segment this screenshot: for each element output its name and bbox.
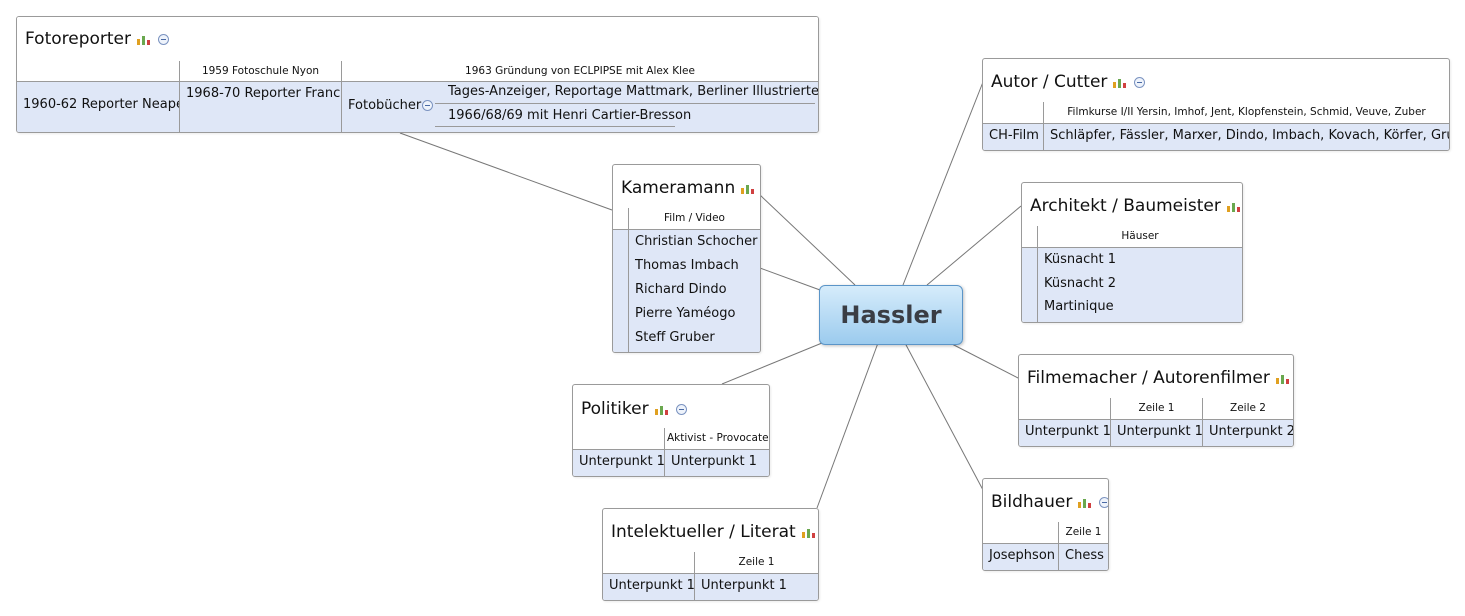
list-item: Thomas Imbach [635,258,739,273]
chart-icon [741,184,755,194]
list-item: Pierre Yaméogo [635,306,736,321]
node-fotoreporter[interactable]: Fotoreporter 1959 Fotoschule Nyon 1963 G… [16,16,819,133]
table-cell: Josephson [983,544,1059,570]
chart-icon [137,35,151,45]
table-cell: Unterpunkt 1 [573,450,665,476]
node-header: Fotoreporter [17,17,818,62]
node-politiker[interactable]: Politiker Aktivist - Provocateur Unterpu… [572,384,770,477]
node-header: Filmemacher / Autorenfilmer [1019,355,1293,399]
table-cell: Unterpunkt 1 [695,574,818,600]
node-title: Bildhauer [991,492,1073,512]
collapse-icon[interactable] [422,100,433,111]
node-header: Architekt / Baumeister [1022,183,1242,227]
list: Küsnacht 1 Küsnacht 2 Martinique [1038,248,1242,322]
node-intelektueller[interactable]: Intelektueller / Literat Zeile 1 Unterpu… [602,508,819,601]
sub-topic-label: Fotobücher [348,98,422,113]
table-cell: Unterpunkt 1 [1019,420,1111,446]
node-title: Intelektueller / Literat [611,522,796,542]
node-autor-cutter[interactable]: Autor / Cutter Filmkurse I/II Yersin, Im… [982,58,1450,151]
node-header: Intelektueller / Literat [603,509,818,553]
chart-icon [801,528,815,538]
node-title: Filmemacher / Autorenfilmer [1027,368,1270,388]
column-header: Zeile 1 [695,552,818,574]
column-header: Zeile 1 [1059,522,1108,544]
node-header: Kameramann [613,165,760,209]
table-cell: 1960-62 Reporter Neapel [17,82,180,132]
node-header: Autor / Cutter [983,59,1449,103]
column-header: Zeile 1 [1111,398,1203,420]
table-cell: CH-Film [983,124,1044,150]
list-item: Steff Gruber [635,330,715,345]
column-header: 1959 Fotoschule Nyon [180,61,342,82]
collapse-icon[interactable] [675,403,687,415]
chart-icon [1226,202,1240,212]
chart-icon [1078,498,1092,508]
column-header: 1963 Gründung von ECLPIPSE mit Alex Klee [342,61,818,82]
node-header: Politiker [573,385,769,429]
list: Christian Schocher Thomas Imbach Richard… [629,230,760,352]
chart-icon [1113,78,1127,88]
central-topic[interactable]: Hassler [819,285,963,345]
node-title: Politiker [581,399,649,419]
table-cell: Unterpunkt 1 [1111,420,1203,446]
table-cell: Schläpfer, Fässler, Marxer, Dindo, Imbac… [1044,124,1449,150]
node-title: Autor / Cutter [991,72,1108,92]
node-bildhauer[interactable]: Bildhauer Zeile 1 Josephson Chess [982,478,1109,571]
chart-icon [1275,374,1289,384]
sub-item: Tages-Anzeiger, Reportage Mattmark, Berl… [448,84,818,99]
list-item: Küsnacht 2 [1044,276,1116,291]
list-item: Küsnacht 1 [1044,252,1116,267]
table-cell: Fotobücher Tages-Anzeiger, Reportage Mat… [342,82,818,132]
list-item: Martinique [1044,299,1114,314]
list-item: Richard Dindo [635,282,727,297]
node-architekt[interactable]: Architekt / Baumeister Häuser Küsnacht 1… [1021,182,1243,323]
node-kameramann[interactable]: Kameramann Film / Video Christian Schoch… [612,164,761,353]
collapse-icon[interactable] [1134,76,1146,88]
node-filmemacher[interactable]: Filmemacher / Autorenfilmer Zeile 1 Zeil… [1018,354,1294,447]
node-title: Architekt / Baumeister [1030,196,1221,216]
column-header: Zeile 2 [1203,398,1293,420]
node-header: Bildhauer [983,479,1108,523]
node-title: Fotoreporter [25,29,132,49]
node-title: Kameramann [621,178,736,198]
collapse-icon[interactable] [158,33,170,45]
sub-item: 1966/68/69 mit Henri Cartier-Bresson [448,108,692,123]
collapse-icon[interactable] [1099,496,1108,508]
table-cell: 1968-70 Reporter France [180,82,342,132]
column-header: Film / Video [629,208,760,230]
table-cell: Unterpunkt 2 [1203,420,1293,446]
table-cell: Chess [1059,544,1108,570]
chart-icon [654,405,668,415]
column-header: Aktivist - Provocateur [665,428,769,450]
table-cell: Unterpunkt 1 [665,450,769,476]
column-header: Filmkurse I/II Yersin, Imhof, Jent, Klop… [1044,102,1449,124]
list-item: Christian Schocher [635,234,758,249]
table-cell: Unterpunkt 1 [603,574,695,600]
column-header: Häuser [1038,226,1242,248]
